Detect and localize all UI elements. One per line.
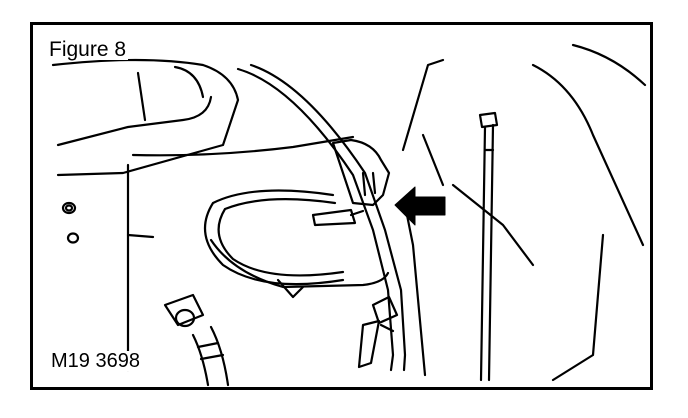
- right-panel: [401, 58, 535, 382]
- figure-frame: Figure 8 M19 3698: [30, 22, 653, 390]
- right-edge-housing: [531, 43, 647, 382]
- hose-clamp: [163, 293, 230, 387]
- diagonal-pipe: [236, 63, 407, 372]
- figure-title: Figure 8: [47, 38, 129, 61]
- figure-reference: M19 3698: [49, 350, 142, 372]
- clip-connector: [311, 138, 391, 227]
- arrow-pointer-icon: [394, 186, 446, 226]
- bolt-bracket: [276, 278, 305, 299]
- wiring-loop: [203, 189, 345, 286]
- technical-drawing: [51, 43, 647, 387]
- body-panel: [126, 135, 390, 372]
- upper-beam: [51, 58, 240, 177]
- mounting-holes: [61, 201, 80, 244]
